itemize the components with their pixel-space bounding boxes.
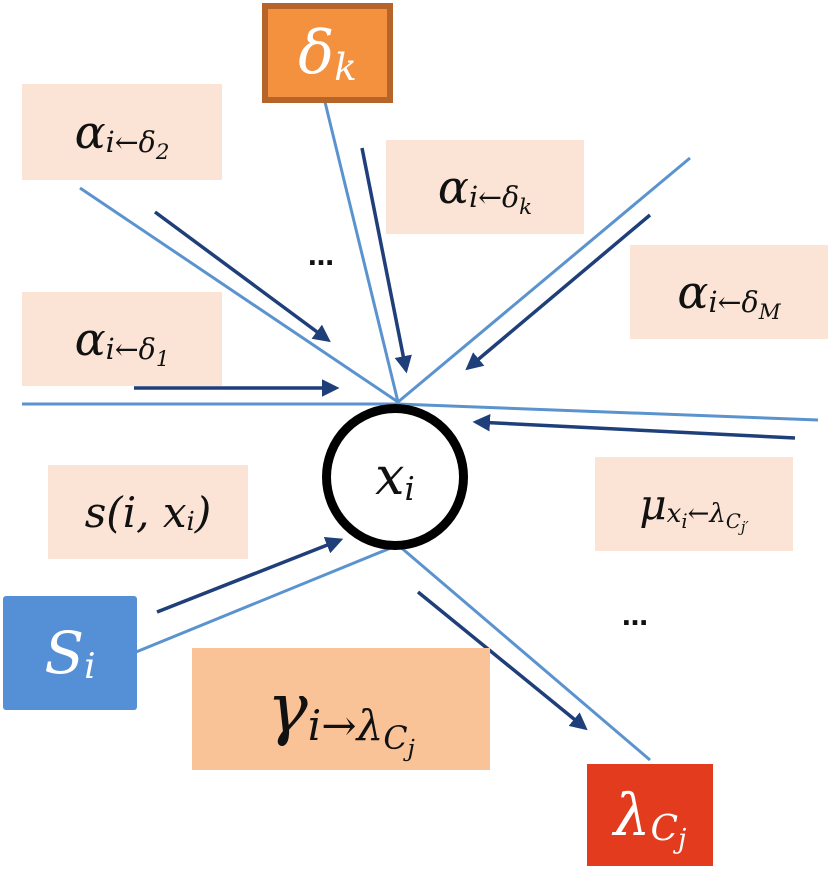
edge-deltaM — [397, 156, 691, 404]
edge-lambda — [397, 543, 651, 762]
arrow-mu — [472, 413, 796, 440]
factor-delta-k-sub: k — [334, 45, 357, 90]
arrow-alpha-deltak — [360, 147, 412, 374]
edge-delta2 — [79, 186, 399, 404]
arrow-gamma — [416, 590, 588, 731]
arrow-alpha-deltaM — [465, 213, 652, 371]
arrow-alpha-delta2 — [153, 210, 331, 343]
ellipsis-right: … — [622, 602, 649, 632]
arrow-s — [156, 536, 344, 614]
edge-deltak — [323, 101, 400, 403]
edge-mu — [397, 402, 819, 422]
ellipsis-top: … — [308, 242, 335, 272]
edge-S — [135, 543, 399, 654]
factor-delta-k-symbol: δ — [298, 18, 335, 88]
